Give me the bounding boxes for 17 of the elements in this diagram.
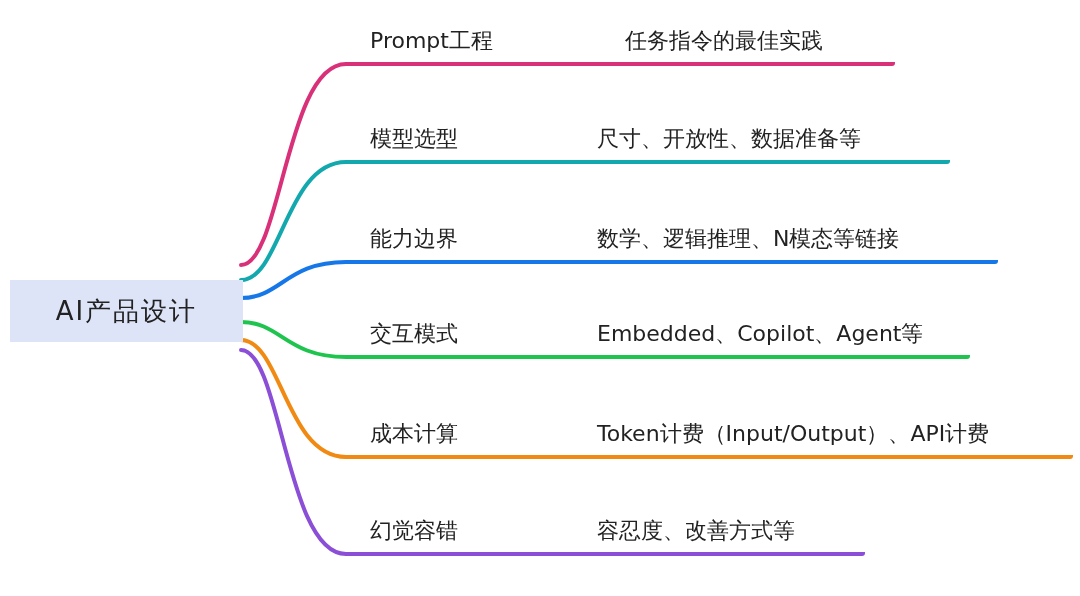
branch-connector (239, 348, 348, 556)
branch-connector (239, 62, 348, 267)
branch-description: 容忍度、改善方式等 (597, 517, 795, 545)
branch-description: Token计费（Input/Output）、API计费 (597, 420, 990, 448)
branch-label: 成本计算 (370, 420, 458, 448)
branch-description: Embedded、Copilot、Agent等 (597, 320, 924, 348)
branch-label: 模型选型 (370, 125, 458, 153)
branch-label: 幻觉容错 (370, 517, 458, 545)
branch-label: 能力边界 (370, 225, 458, 253)
branch-description: 任务指令的最佳实践 (625, 27, 823, 55)
branch-description: 尺寸、开放性、数据准备等 (597, 125, 861, 153)
root-topic-box (10, 280, 243, 342)
branch-label: Prompt工程 (370, 27, 493, 55)
branch-description: 数学、逻辑推理、N模态等链接 (597, 225, 900, 253)
root-topic-text: AI产品设计 (55, 294, 198, 328)
branch-connector (239, 160, 348, 282)
branch-label: 交互模式 (370, 320, 458, 348)
